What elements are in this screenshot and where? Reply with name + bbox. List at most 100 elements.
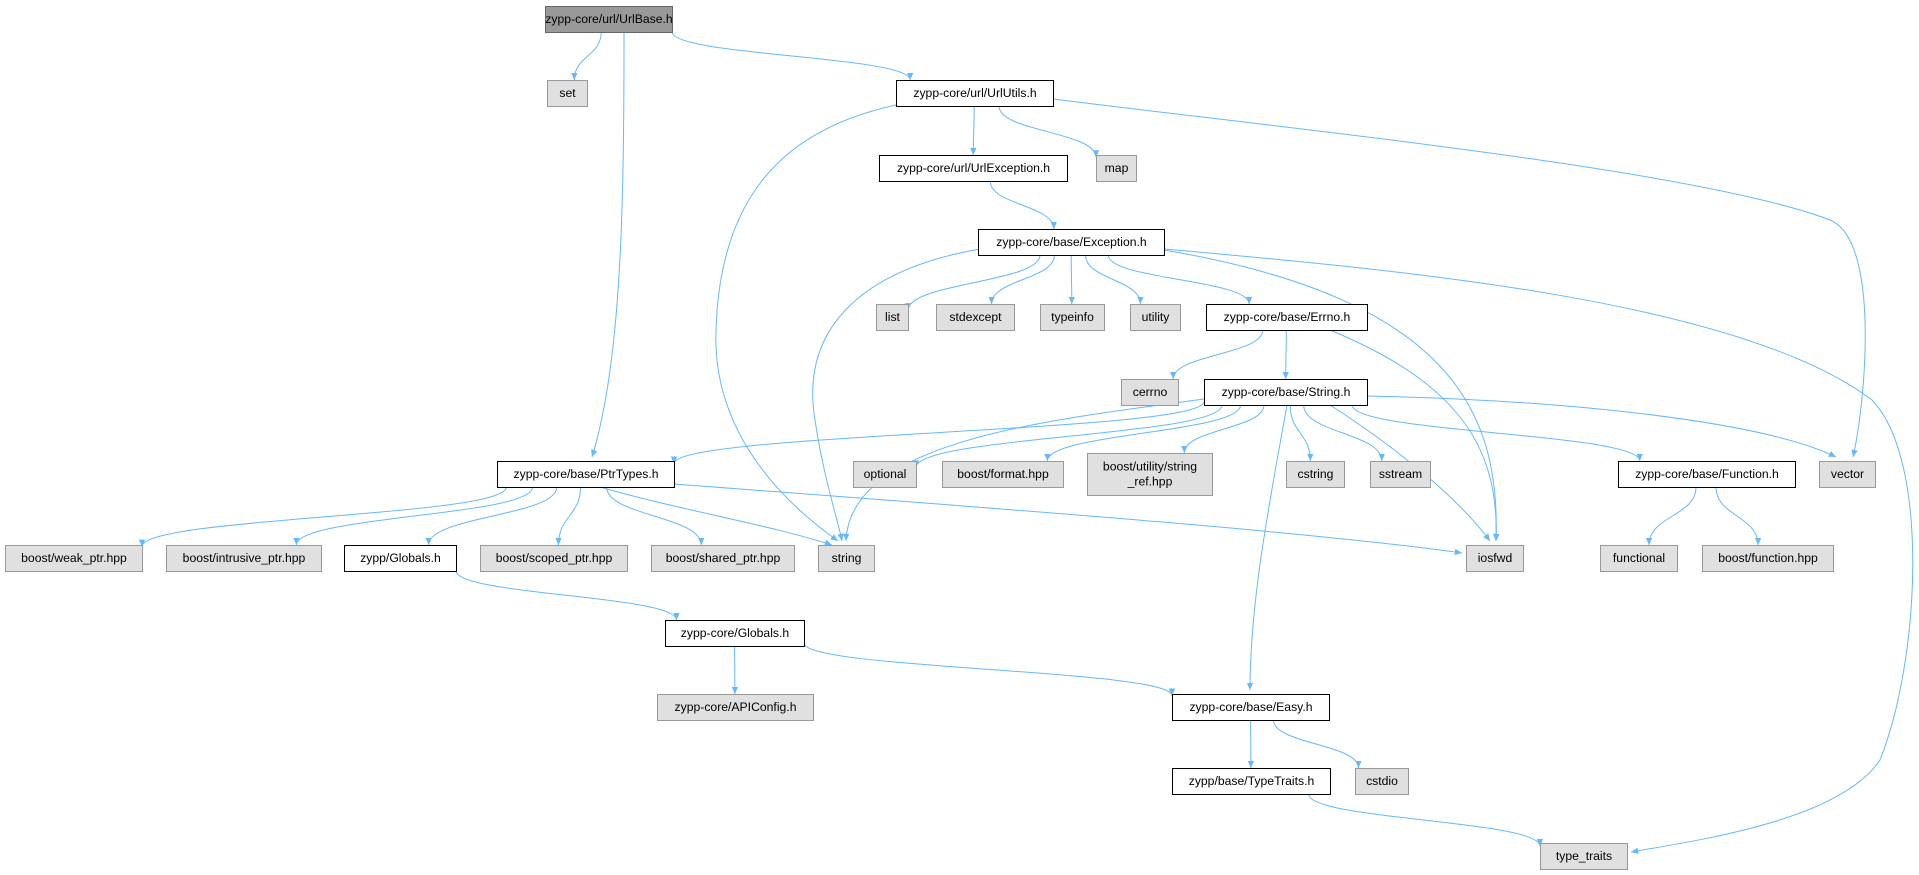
node-urlbase[interactable]: zypp-core/url/UrlBase.h — [545, 6, 673, 33]
node-box — [1540, 843, 1628, 870]
node-label: boost/shared_ptr.hpp — [666, 551, 781, 565]
node-box — [1206, 304, 1368, 331]
node-label: zypp-core/base/String.h — [1222, 385, 1351, 399]
node-box — [1204, 379, 1368, 406]
node-cerrno: cerrno — [1121, 379, 1179, 406]
node-box — [879, 155, 1068, 182]
node-box — [1286, 461, 1345, 488]
node-box — [547, 80, 588, 107]
node-label: utility — [1142, 310, 1171, 324]
node-box — [5, 545, 143, 572]
node-box — [1130, 304, 1181, 331]
node-label: list — [885, 310, 901, 324]
node-urlexception[interactable]: zypp-core/url/UrlException.h — [879, 155, 1068, 182]
node-label: zypp-core/url/UrlUtils.h — [913, 86, 1036, 100]
edge-ptrtypes-to-bshared — [606, 486, 705, 546]
node-optional: optional — [853, 461, 917, 488]
node-bscoped: boost/scoped_ptr.hpp — [480, 545, 628, 572]
node-box — [665, 620, 805, 647]
edge-string_h-to-cstring — [1289, 404, 1314, 462]
node-box — [1370, 461, 1431, 488]
edge-string_h-to-ptrtypes — [670, 401, 1205, 464]
node-typetraits_h[interactable]: zypp/base/TypeTraits.h — [1172, 768, 1331, 795]
edge-exception-to-typeinfo — [1068, 254, 1075, 305]
edge-urlexception-to-exception — [989, 180, 1057, 230]
edge-exception-to-string — [812, 248, 981, 542]
edge-string_h-to-optional — [912, 404, 1223, 468]
node-box — [1819, 461, 1876, 488]
node-label: zypp/Globals.h — [360, 551, 441, 565]
node-label: vector — [1831, 467, 1864, 481]
node-easy[interactable]: zypp-core/base/Easy.h — [1172, 694, 1330, 721]
node-label: iosfwd — [1478, 551, 1513, 565]
node-vector: vector — [1819, 461, 1876, 488]
node-ptrtypes[interactable]: zypp-core/base/PtrTypes.h — [497, 461, 675, 488]
node-label: sstream — [1379, 467, 1422, 481]
node-bintrusive: boost/intrusive_ptr.hpp — [166, 545, 322, 572]
node-label: zypp-core/url/UrlException.h — [897, 161, 1050, 175]
edge-errno-to-string_h — [1282, 329, 1289, 380]
edge-string_h-to-easy — [1246, 404, 1288, 691]
node-label: _ref.hpp — [1127, 475, 1173, 489]
node-box — [166, 545, 322, 572]
node-exception[interactable]: zypp-core/base/Exception.h — [978, 229, 1165, 256]
edge-string_h-to-vector — [1366, 395, 1837, 458]
node-label: set — [559, 86, 576, 100]
node-utility: utility — [1130, 304, 1181, 331]
edges-layer — [138, 31, 1914, 854]
edge-urlutils-to-string — [715, 104, 897, 542]
edge-easy-to-cstdio — [1273, 719, 1362, 769]
node-cstring: cstring — [1286, 461, 1345, 488]
node-box — [818, 545, 875, 572]
node-cstdio: cstdio — [1355, 768, 1409, 795]
edge-exception-to-list — [904, 254, 1041, 311]
node-label: boost/format.hpp — [957, 467, 1049, 481]
edge-urlutils-to-vector — [1052, 98, 1866, 458]
node-label: map — [1105, 161, 1129, 175]
node-label: zypp-core/base/Exception.h — [996, 235, 1146, 249]
node-bshared: boost/shared_ptr.hpp — [651, 545, 795, 572]
node-label: boost/function.hpp — [1718, 551, 1818, 565]
node-box — [1172, 768, 1331, 795]
edge-function_h-to-bfunction — [1715, 486, 1762, 546]
node-label: cstdio — [1366, 774, 1398, 788]
edge-string_h-to-function_h — [1351, 404, 1643, 462]
node-label: cerrno — [1133, 385, 1168, 399]
edge-exception-to-utility — [1085, 254, 1144, 305]
node-set: set — [547, 80, 588, 107]
node-label: boost/intrusive_ptr.hpp — [183, 551, 306, 565]
node-string_h[interactable]: zypp-core/base/String.h — [1204, 379, 1368, 406]
edge-string_h-to-string — [843, 398, 1205, 542]
edge-zcglobals-to-easy — [803, 642, 1176, 696]
edge-urlutils-to-urlexception — [970, 105, 977, 156]
node-box — [1040, 304, 1105, 331]
node-label: boost/utility/string — [1103, 460, 1197, 474]
node-box — [896, 80, 1054, 107]
node-urlutils[interactable]: zypp-core/url/UrlUtils.h — [896, 80, 1054, 107]
node-label: type_traits — [1556, 849, 1612, 863]
node-box — [1355, 768, 1409, 795]
node-sstream: sstream — [1370, 461, 1431, 488]
node-label: zypp-core/base/Errno.h — [1224, 310, 1351, 324]
edge-ptrtypes-to-zglobals — [425, 486, 558, 546]
node-box — [1618, 461, 1796, 488]
node-errno[interactable]: zypp-core/base/Errno.h — [1206, 304, 1368, 331]
node-box — [1702, 545, 1834, 572]
edge-string_h-to-sstream — [1303, 404, 1385, 462]
node-label: zypp-core/APIConfig.h — [675, 700, 797, 714]
edge-zglobals-to-zcglobals — [455, 570, 680, 621]
edge-string_h-to-bformat — [1044, 404, 1242, 462]
node-function_h[interactable]: zypp-core/base/Function.h — [1618, 461, 1796, 488]
node-zglobals[interactable]: zypp/Globals.h — [344, 545, 457, 572]
node-box — [480, 545, 628, 572]
edge-urlbase-to-set — [571, 31, 602, 81]
node-box — [344, 545, 457, 572]
node-zcglobals[interactable]: zypp-core/Globals.h — [665, 620, 805, 647]
node-label: zypp-core/Globals.h — [681, 626, 789, 640]
node-box — [853, 461, 917, 488]
edge-urlbase-to-urlutils — [671, 31, 914, 81]
node-box — [942, 461, 1064, 488]
edge-urlbase-to-ptrtypes — [591, 31, 625, 458]
